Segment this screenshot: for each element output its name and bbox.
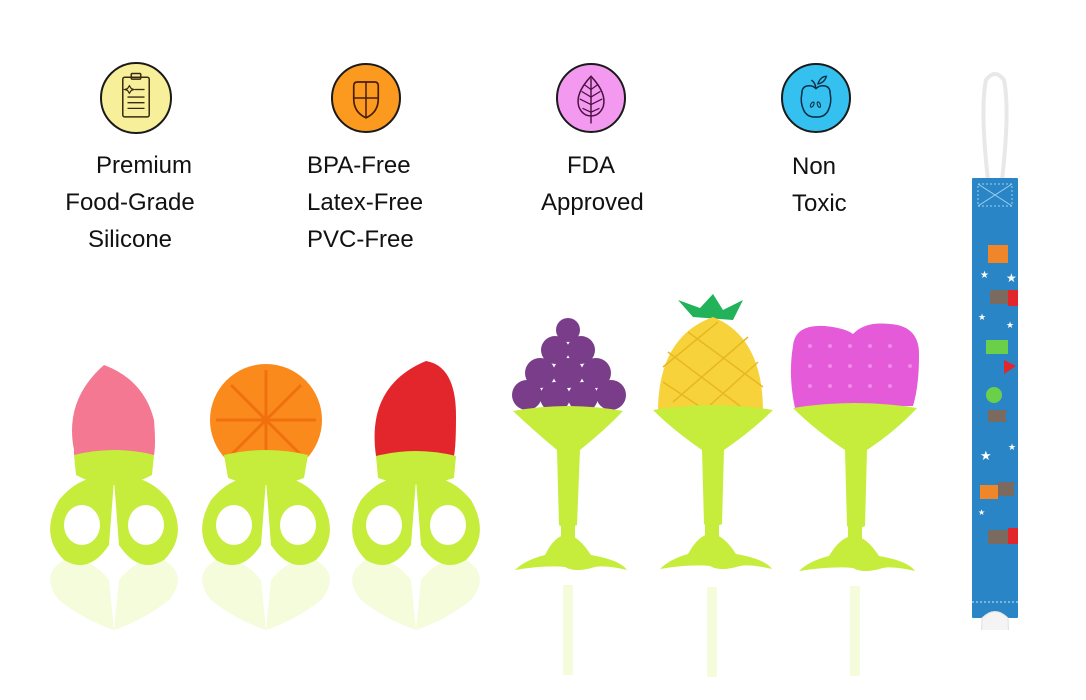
svg-text:★: ★ bbox=[1006, 321, 1014, 331]
svg-text:★: ★ bbox=[1008, 443, 1016, 453]
feature-line: Silicone bbox=[87, 226, 173, 253]
feature-line: BPA-Free bbox=[307, 152, 411, 179]
apple-icon bbox=[800, 75, 832, 118]
feature-badge bbox=[100, 62, 172, 134]
feature-line: Approved bbox=[541, 189, 644, 216]
shield-icon bbox=[352, 81, 380, 119]
svg-text:★: ★ bbox=[978, 508, 985, 517]
svg-text:★: ★ bbox=[980, 270, 989, 281]
teether-strawberry bbox=[346, 356, 486, 690]
feature-text: Non Toxic bbox=[792, 148, 847, 222]
clipboard-icon bbox=[122, 72, 150, 118]
teether-pineapple bbox=[648, 292, 778, 690]
svg-text:★: ★ bbox=[980, 449, 992, 464]
leaf-icon bbox=[577, 75, 605, 124]
feature-badge bbox=[331, 63, 401, 133]
svg-text:★: ★ bbox=[978, 313, 986, 323]
feature-line: Toxic bbox=[792, 190, 847, 217]
feature-line: Premium bbox=[95, 152, 192, 179]
feature-text: FDA Approved bbox=[541, 147, 661, 221]
feature-badge bbox=[781, 63, 851, 133]
feature-badge bbox=[556, 63, 626, 133]
teether-orange bbox=[196, 360, 336, 690]
pacifier-clip: ★ ★ ★ ★ ★ ★ ★ bbox=[960, 70, 1030, 677]
feature-line: Food-Grade bbox=[65, 189, 195, 216]
feature-line: PVC-Free bbox=[307, 226, 414, 253]
feature-line: Non bbox=[792, 153, 837, 180]
feature-line: FDA bbox=[567, 152, 615, 179]
feature-text: Premium Food-Grade Silicone bbox=[40, 147, 220, 258]
teether-peach bbox=[44, 360, 184, 690]
feature-text: BPA-Free Latex-Free PVC-Free bbox=[307, 147, 423, 258]
teether-apple bbox=[785, 316, 925, 690]
teether-grape bbox=[505, 315, 635, 690]
svg-text:★: ★ bbox=[1006, 271, 1017, 285]
feature-line: Latex-Free bbox=[307, 189, 424, 216]
